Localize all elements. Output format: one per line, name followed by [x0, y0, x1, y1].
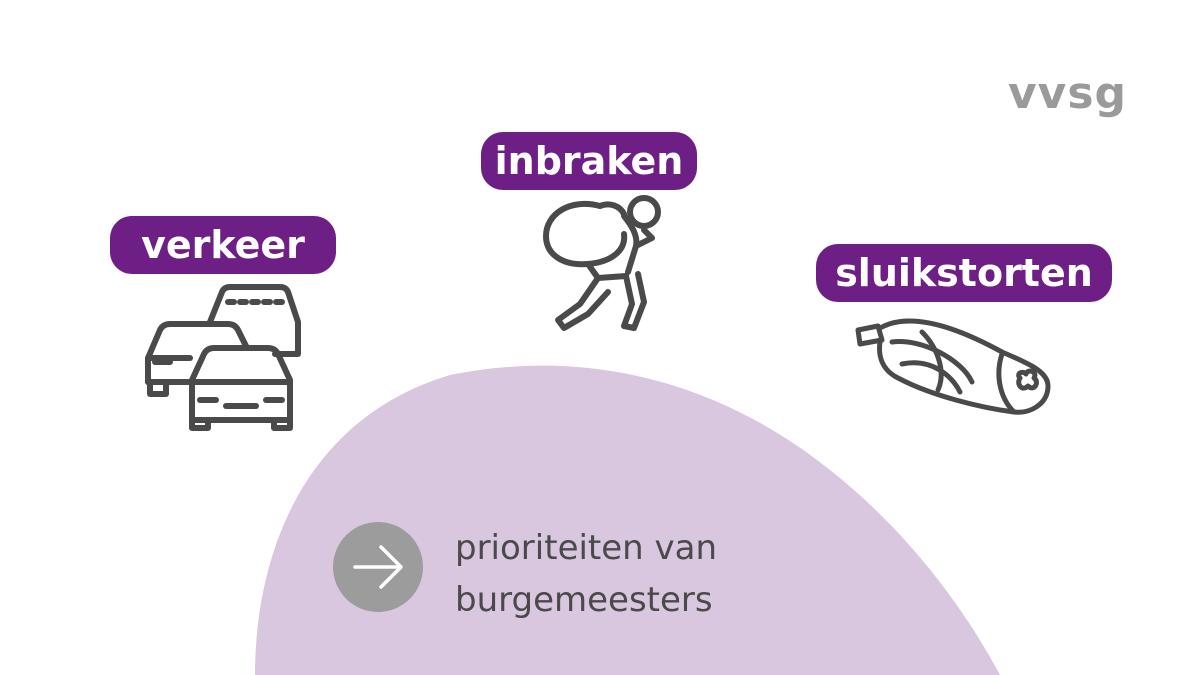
topic-label-sluikstorten: sluikstorten: [816, 244, 1112, 302]
caption-line-1: prioriteiten van: [455, 528, 718, 568]
traffic-jam-icon: [145, 284, 301, 431]
arrow-right-icon: [353, 545, 403, 589]
burglar-icon: [543, 195, 661, 331]
arrow-right-button[interactable]: [333, 522, 423, 612]
priorities-link-text[interactable]: prioriteiten van burgemeesters: [455, 522, 717, 626]
topic-label-inbraken: inbraken: [481, 132, 697, 190]
vvsg-logo: vvsg: [1008, 68, 1128, 119]
topic-label-verkeer: verkeer: [110, 216, 336, 274]
caption-line-2: burgemeesters: [455, 580, 713, 620]
trash-bag-icon: [855, 318, 1051, 415]
